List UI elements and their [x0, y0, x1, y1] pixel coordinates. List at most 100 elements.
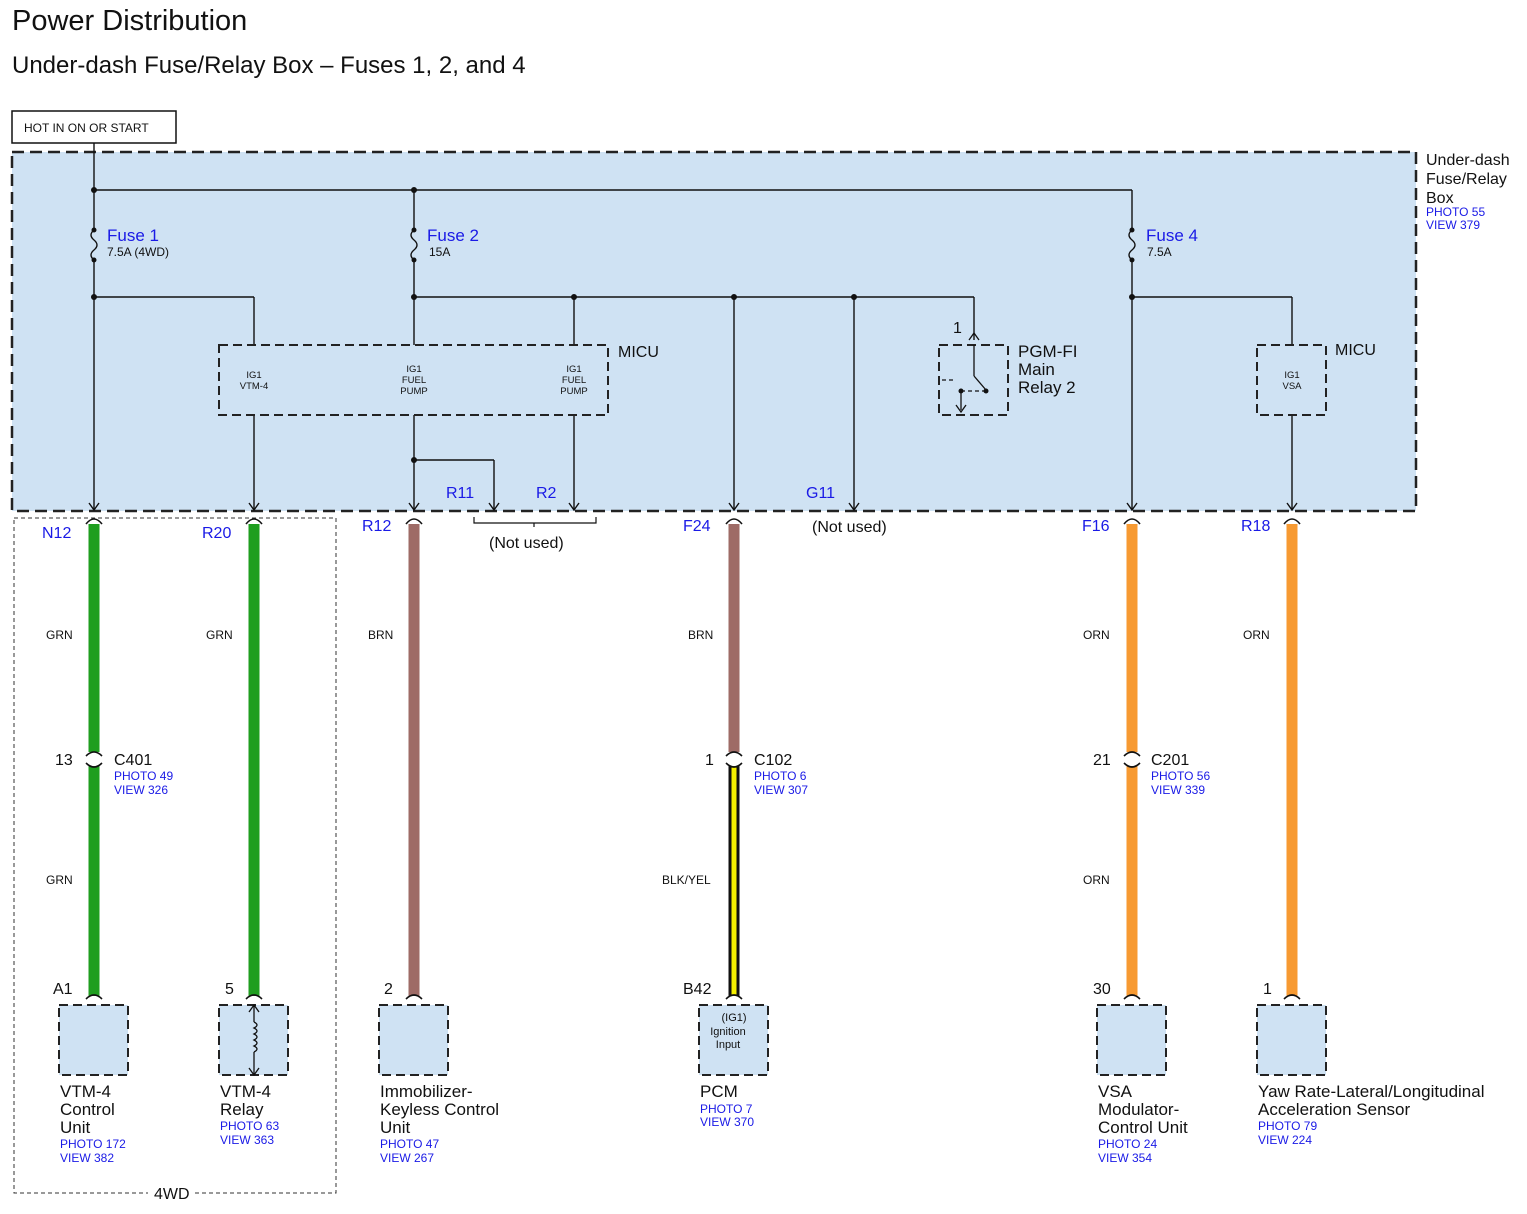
- c401-photo: PHOTO 49: [114, 769, 173, 783]
- vsa-view: VIEW 354: [1098, 1151, 1152, 1165]
- terminal-g11: G11: [806, 485, 835, 502]
- wire-color-blk-yel: BLK/YEL: [662, 873, 711, 887]
- micu-1-pin-1-l2: VTM-4: [240, 381, 269, 392]
- wire-color-orn-3: ORN: [1243, 628, 1270, 642]
- wire-color-grn-2: GRN: [46, 873, 73, 887]
- vsa-photo: PHOTO 24: [1098, 1137, 1157, 1151]
- c102-view: VIEW 307: [754, 783, 808, 797]
- terminal-f16: F16: [1082, 518, 1110, 535]
- wire-bottom-caps: [85, 994, 1301, 1000]
- micu-2-label: MICU: [1335, 342, 1376, 359]
- terminal-r12: R12: [362, 518, 391, 535]
- micu-1-box: [218, 344, 609, 416]
- yaw-rate-sensor-pin: 1: [1263, 981, 1272, 998]
- immobilizer-box: [378, 1004, 449, 1076]
- fuse-1-symbol: [90, 229, 98, 261]
- immobilizer-name-1: Immobilizer-: [380, 1082, 473, 1101]
- vtm4-relay-photo: PHOTO 63: [220, 1119, 279, 1133]
- micu-1-pin-3-l2: FUEL: [562, 375, 586, 386]
- micu-1-pin-3-l1: IG1: [566, 364, 581, 375]
- pcm-name: PCM: [700, 1082, 738, 1101]
- box-name-line-3: Box: [1426, 190, 1454, 207]
- wire-color-orn-2: ORN: [1083, 873, 1110, 887]
- vsa-box: [1096, 1004, 1167, 1076]
- not-used-label-2: (Not used): [812, 519, 887, 536]
- vsa-pin: 30: [1093, 981, 1111, 998]
- vtm4-control-unit-name-3: Unit: [60, 1118, 91, 1137]
- micu-2-pin-l1: IG1: [1284, 370, 1299, 381]
- box-name-line-1: Under-dash: [1426, 152, 1510, 169]
- yaw-rate-sensor-photo: PHOTO 79: [1258, 1119, 1317, 1133]
- terminal-r20: R20: [202, 525, 231, 542]
- not-used-label-1: (Not used): [489, 535, 564, 552]
- relay-name-line-1: PGM-FI: [1018, 342, 1078, 361]
- vtm4-control-unit-view: VIEW 382: [60, 1151, 114, 1165]
- power-bus: [93, 143, 1133, 230]
- fuse-1-name: Fuse 1: [107, 226, 159, 245]
- vtm4-control-unit-pin: A1: [53, 981, 73, 998]
- c201-pin: 21: [1093, 752, 1111, 769]
- c201-photo: PHOTO 56: [1151, 769, 1210, 783]
- fuse-2-name: Fuse 2: [427, 226, 479, 245]
- vtm4-relay-view: VIEW 363: [220, 1133, 274, 1147]
- immobilizer-name-2: Keyless Control: [380, 1100, 499, 1119]
- connector-breaks: [85, 751, 1141, 768]
- micu-1-pin-3-l3: PUMP: [560, 386, 587, 397]
- hot-label-box: [11, 110, 177, 144]
- fuse-4-rating: 7.5A: [1147, 245, 1172, 259]
- micu-2-pin-l2: VSA: [1282, 381, 1302, 392]
- terminal-arrows: [88, 502, 1298, 512]
- 4wd-label: 4WD: [154, 1186, 190, 1203]
- immobilizer-name-3: Unit: [380, 1118, 411, 1137]
- immobilizer-view: VIEW 267: [380, 1151, 434, 1165]
- 4wd-label-bg: [148, 1185, 194, 1201]
- fuse-2-symbol: [410, 229, 418, 261]
- c401-view: VIEW 326: [114, 783, 168, 797]
- fuse-1-rating: 7.5A (4WD): [107, 245, 169, 259]
- terminal-r11: R11: [446, 485, 474, 502]
- c102-name: C102: [754, 752, 792, 769]
- terminal-r18: R18: [1241, 518, 1270, 535]
- c102-pin: 1: [705, 752, 714, 769]
- c201-view: VIEW 339: [1151, 783, 1205, 797]
- internal-junctions: [91, 294, 1135, 463]
- c401-pin: 13: [55, 752, 73, 769]
- micu-1-pin-1-l1: IG1: [246, 370, 261, 381]
- wire-top-caps: [85, 518, 1301, 525]
- fuse-relay-box: [10, 150, 1418, 513]
- micu-1-pin-2-l2: FUEL: [402, 375, 426, 386]
- pcm-view: VIEW 370: [700, 1115, 754, 1129]
- relay-name-line-2: Main: [1018, 360, 1055, 379]
- box-photo: PHOTO 55: [1426, 205, 1485, 219]
- c401-name: C401: [114, 752, 152, 769]
- vtm4-relay-name-2: Relay: [220, 1100, 264, 1119]
- pcm-photo: PHOTO 7: [700, 1102, 753, 1116]
- page-subtitle: Under-dash Fuse/Relay Box – Fuses 1, 2, …: [12, 52, 526, 79]
- pcm-inner-line-2: Ignition: [710, 1026, 745, 1038]
- terminal-r2: R2: [536, 485, 557, 502]
- immobilizer-pin: 2: [384, 981, 393, 998]
- micu-1-pin-2-l3: PUMP: [400, 386, 427, 397]
- micu-1-pin-2-l1: IG1: [406, 364, 421, 375]
- terminal-n12: N12: [42, 525, 71, 542]
- c102-photo: PHOTO 6: [754, 769, 807, 783]
- vtm4-relay-name-1: VTM-4: [220, 1082, 271, 1101]
- vtm4-control-unit-name-1: VTM-4: [60, 1082, 111, 1101]
- pcm-inner-line-3: Input: [716, 1039, 740, 1051]
- box-view: VIEW 379: [1426, 218, 1480, 232]
- internal-wiring: [93, 260, 1293, 510]
- fuse-4-symbol: [1128, 229, 1136, 261]
- immobilizer-photo: PHOTO 47: [380, 1137, 439, 1151]
- wire-color-brn-2: BRN: [688, 628, 713, 642]
- wire-color-orn-1: ORN: [1083, 628, 1110, 642]
- box-name-line-2: Fuse/Relay: [1426, 171, 1507, 188]
- terminal-f24: F24: [683, 518, 711, 535]
- wire-color-brn-1: BRN: [368, 628, 393, 642]
- fuse-4-name: Fuse 4: [1146, 226, 1198, 245]
- vsa-name-2: Modulator-: [1098, 1100, 1179, 1119]
- pcm-inner-line-1: (IG1): [721, 1012, 746, 1024]
- page-title: Power Distribution: [12, 5, 247, 37]
- vsa-name-1: VSA: [1098, 1082, 1133, 1101]
- yaw-rate-sensor-name-2: Acceleration Sensor: [1258, 1100, 1410, 1119]
